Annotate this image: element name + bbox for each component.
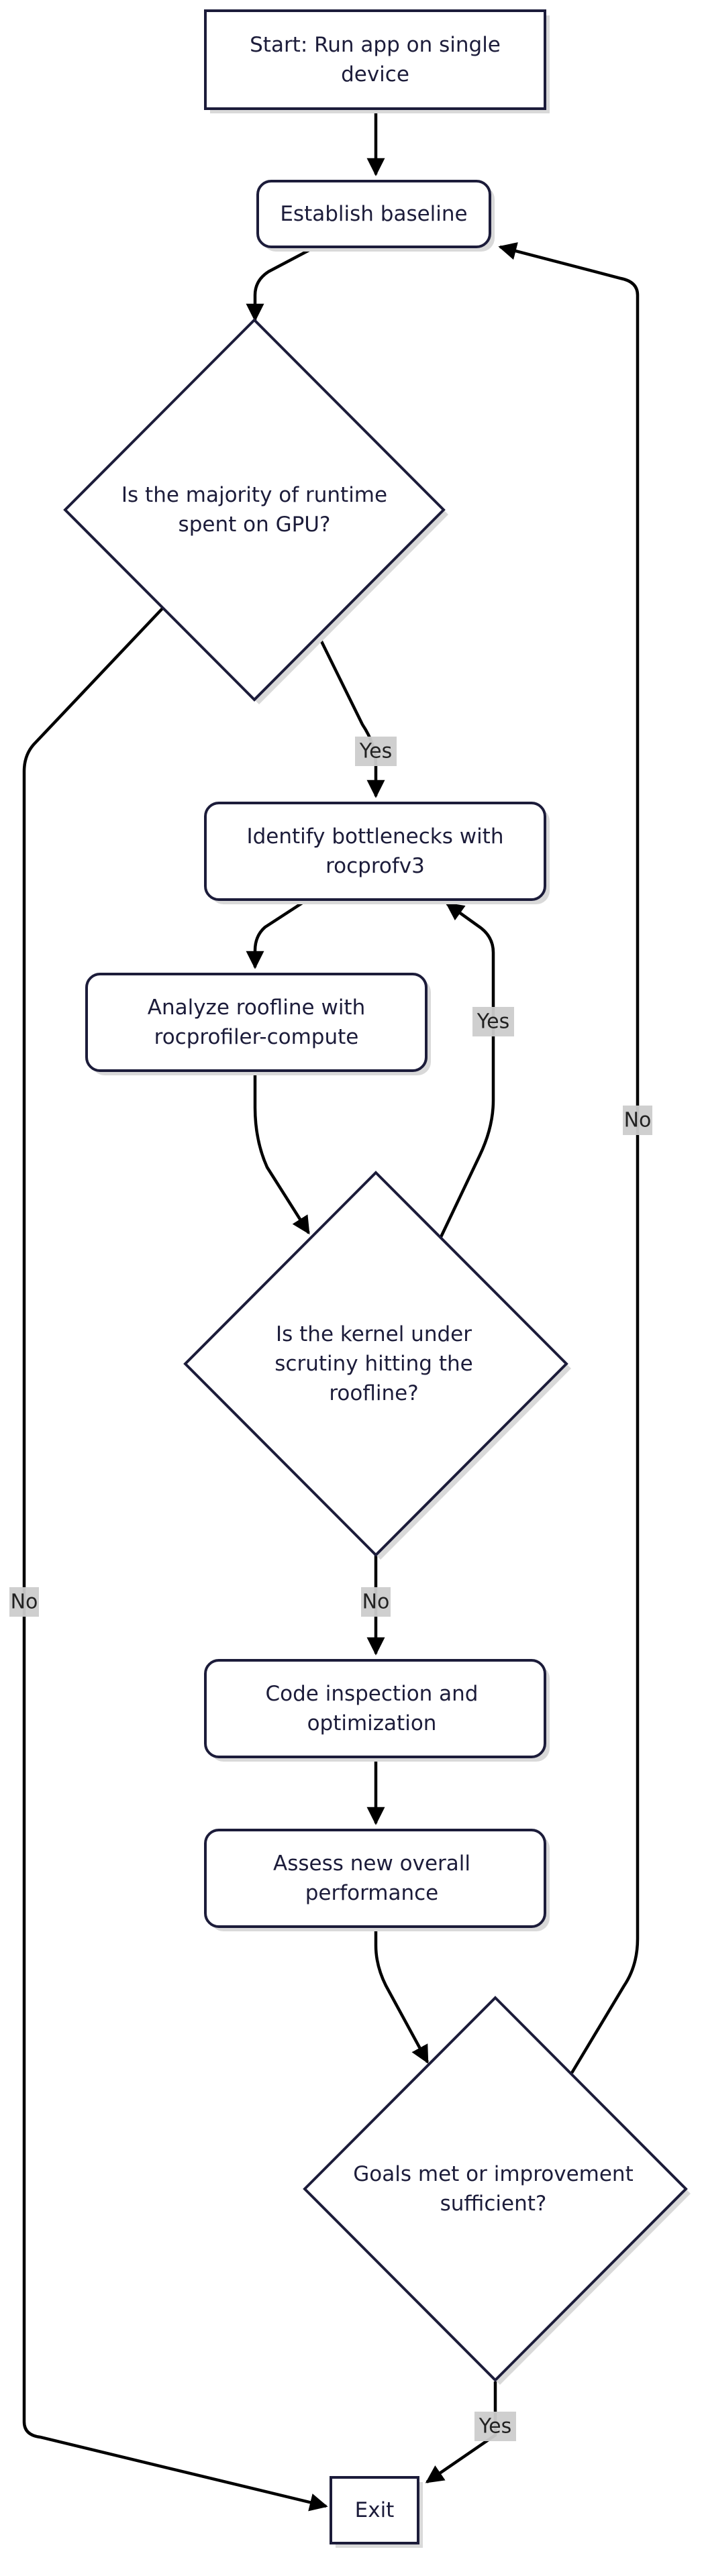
roofline-node: Analyze roofline with rocprofiler-compute bbox=[85, 973, 431, 1075]
kernel-decision-node: Is the kernel under scrutiny hitting the r… bbox=[183, 1171, 571, 1560]
node-label-line: Code inspection and bbox=[266, 1682, 479, 1706]
node-label-line: Goals met or improvement bbox=[353, 2162, 633, 2186]
node-label-line: Establish baseline bbox=[280, 202, 467, 226]
svg-text:Yes: Yes bbox=[477, 1010, 509, 1034]
edge-baseline-to-gpu-decision bbox=[246, 246, 317, 322]
start-node: Start: Run app on single device bbox=[204, 9, 550, 113]
edge-label-kernel-yes: Yes bbox=[472, 1007, 514, 1036]
node-label-line: Analyze roofline with bbox=[148, 996, 366, 1020]
edge-kernel-yes-to-bottlenecks bbox=[438, 902, 495, 1239]
assess-label: Assess new overall performance bbox=[273, 1851, 470, 1905]
svg-text:No: No bbox=[362, 1591, 390, 1614]
edge-label-goals-yes: Yes bbox=[474, 2412, 516, 2441]
node-label-line: spent on GPU? bbox=[179, 513, 331, 537]
node-label-line: rocprofiler-compute bbox=[154, 1025, 359, 1049]
svg-text:No: No bbox=[11, 1591, 38, 1614]
assess-node: Assess new overall performance bbox=[204, 1829, 550, 1931]
gpu-decision-node: Is the majority of runtime spent on GPU? bbox=[63, 318, 448, 704]
edge-labels: Yes No Yes No No Yes bbox=[9, 737, 652, 2441]
roofline-label: Analyze roofline with rocprofiler-compute bbox=[148, 996, 366, 1049]
baseline-label: Establish baseline bbox=[280, 202, 467, 226]
gpu-decision-label: Is the majority of runtime spent on GPU? bbox=[121, 483, 387, 537]
exit-node: Exit bbox=[330, 2476, 423, 2548]
baseline-node: Establish baseline bbox=[256, 180, 495, 252]
start-label: Start: Run app on single device bbox=[250, 33, 501, 87]
node-label-line: scrutiny hitting the bbox=[274, 1352, 472, 1376]
edge-label-gpu-no: No bbox=[9, 1587, 39, 1617]
edge-label-goals-no: No bbox=[623, 1106, 652, 1135]
node-label-line: Is the majority of runtime bbox=[121, 483, 387, 507]
code-inspection-node: Code inspection and optimization bbox=[204, 1659, 550, 1762]
goals-decision-node: Goals met or improvement sufficient? bbox=[303, 1996, 691, 2385]
kernel-decision-label: Is the kernel under scrutiny hitting the r… bbox=[274, 1322, 472, 1405]
edge-assess-to-goals-decision bbox=[374, 1925, 429, 2064]
edge-goals-no-to-baseline bbox=[498, 242, 640, 2074]
bottlenecks-node: Identify bottlenecks with rocprofv3 bbox=[204, 802, 550, 904]
svg-text:No: No bbox=[624, 1109, 652, 1132]
bottlenecks-label: Identify bottlenecks with rocprofv3 bbox=[246, 824, 503, 878]
edge-label-gpu-yes: Yes bbox=[355, 737, 397, 766]
nodes: Start: Run app on single device Establish… bbox=[63, 9, 691, 2548]
node-label-line: device bbox=[341, 62, 409, 87]
svg-text:Yes: Yes bbox=[479, 2415, 511, 2438]
edge-gpu-yes-to-bottlenecks bbox=[317, 635, 385, 798]
edge-label-kernel-no: No bbox=[361, 1587, 391, 1617]
node-label-line: Is the kernel under bbox=[276, 1322, 472, 1346]
node-label-line: Identify bottlenecks with bbox=[246, 824, 503, 849]
node-label-line: rocprofv3 bbox=[325, 854, 425, 878]
node-label-line: optimization bbox=[307, 1711, 437, 1735]
edge-roofline-to-kernel-decision bbox=[253, 1071, 310, 1235]
node-label-line: Assess new overall bbox=[273, 1851, 470, 1876]
node-label-line: sufficient? bbox=[440, 2192, 547, 2216]
exit-label: Exit bbox=[355, 2498, 395, 2522]
svg-text:Yes: Yes bbox=[359, 740, 392, 763]
node-label-line: Start: Run app on single bbox=[250, 33, 501, 57]
goals-decision-label: Goals met or improvement sufficient? bbox=[353, 2162, 633, 2216]
node-label-line: roofline? bbox=[329, 1381, 418, 1405]
node-label-line: Exit bbox=[355, 2498, 395, 2522]
edge-bottlenecks-to-roofline bbox=[246, 900, 307, 969]
code-inspection-label: Code inspection and optimization bbox=[266, 1682, 479, 1735]
node-label-line: performance bbox=[305, 1881, 439, 1905]
